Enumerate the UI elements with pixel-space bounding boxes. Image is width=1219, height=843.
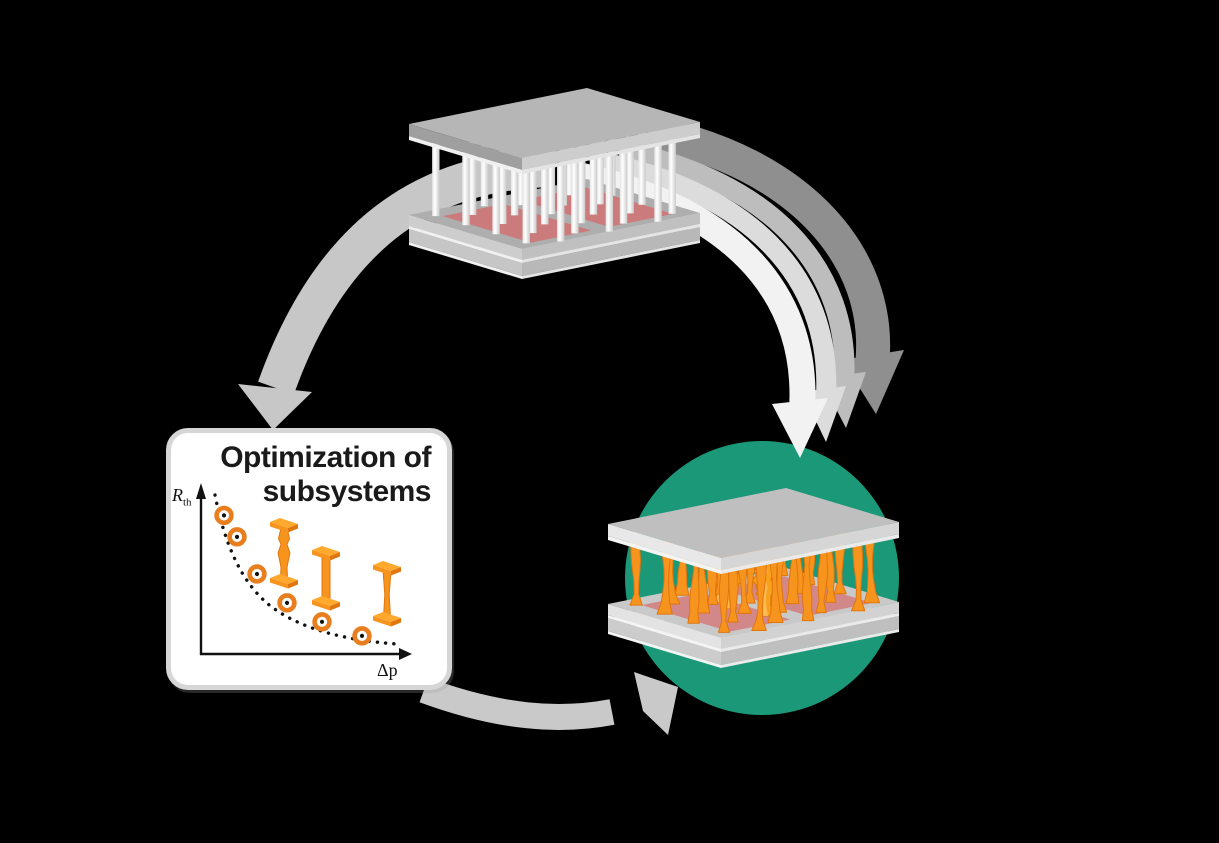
x-axis-label: Δp <box>377 660 398 680</box>
spool-pin-icon <box>270 518 298 589</box>
data-point-marker <box>312 612 332 632</box>
pareto-curve <box>213 493 399 646</box>
initial-heatsink <box>409 88 700 279</box>
i-beam-pin-icon <box>312 546 340 611</box>
optimized-heatsink <box>608 488 899 668</box>
cycle-arrow-bottom <box>419 672 678 735</box>
optimization-title-line1: Optimization of <box>220 441 431 474</box>
cycle-arrow-right <box>579 115 904 458</box>
tradeoff-chart <box>196 483 412 660</box>
data-point-marker <box>214 505 234 526</box>
optimization-box: Optimization of subsystems Rth Δp <box>166 428 452 690</box>
y-axis-label: Rth <box>172 485 192 509</box>
data-point-marker <box>277 593 297 613</box>
tapered-i-beam-pin-icon <box>373 561 401 627</box>
data-point-marker <box>247 564 267 584</box>
optimization-title-line2: subsystems <box>262 475 432 508</box>
y-axis-arrowhead <box>196 483 206 499</box>
data-point-marker <box>227 527 247 547</box>
data-point-marker <box>352 626 372 646</box>
x-axis-arrowhead <box>399 648 412 660</box>
optimization-title: Optimization of subsystems <box>220 441 431 509</box>
cycle-arrow-left <box>238 149 549 430</box>
chart-plot <box>196 483 412 660</box>
